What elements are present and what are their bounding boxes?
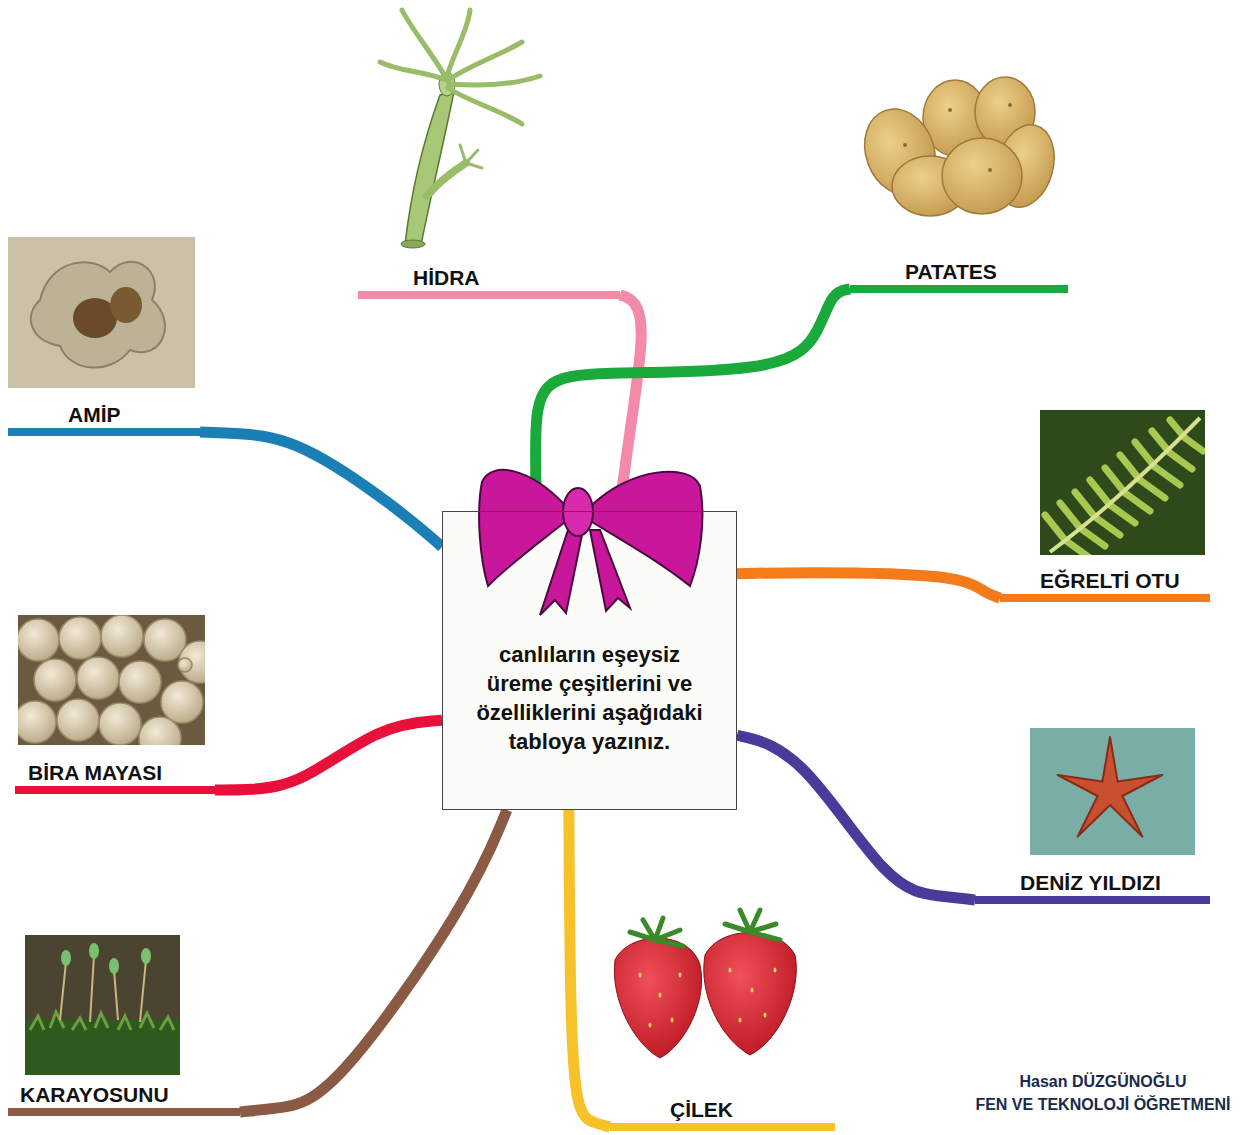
starfish xyxy=(1058,737,1163,837)
topic-text: canlıların eşeysiz üreme çeşitlerini ve … xyxy=(474,640,706,756)
branch-text: DENİZ YILDIZI xyxy=(1020,872,1161,894)
credit-text: FEN VE TEKNOLOJİ ÖĞRETMENİ xyxy=(975,1095,1230,1115)
branch-label: AMİP xyxy=(8,404,200,436)
branch-label: PATATES xyxy=(850,261,1068,293)
picture-ground xyxy=(8,237,195,388)
strawberry-seed xyxy=(639,973,642,978)
potato-eye xyxy=(1008,103,1012,107)
branch-text: AMİP xyxy=(68,404,121,426)
yeast-cell xyxy=(139,717,181,745)
branch-text: EĞRELTİ OTU xyxy=(1040,570,1180,592)
strawberry-picture xyxy=(614,910,796,1058)
potato-eye xyxy=(903,143,907,147)
starfish-picture xyxy=(1030,728,1195,855)
hydra-body xyxy=(405,92,454,245)
branch-label: ÇİLEK xyxy=(610,1099,835,1131)
yeast-cell xyxy=(77,657,119,699)
branch-text: HİDRA xyxy=(413,267,480,289)
yeast-cell xyxy=(99,703,141,745)
potato xyxy=(942,138,1022,214)
bow-loop xyxy=(592,472,702,586)
strawberry-seed xyxy=(764,1013,767,1018)
moss-capsule xyxy=(109,958,119,974)
picture-ground xyxy=(1030,728,1195,855)
strawberry-seed xyxy=(679,973,682,978)
bow-loop xyxy=(479,470,565,586)
moss-capsule xyxy=(89,943,99,959)
amoeba-body xyxy=(31,262,165,368)
branch-line xyxy=(737,735,975,900)
fern-stem xyxy=(1050,418,1200,552)
moss-ground xyxy=(25,1020,180,1075)
potato-picture xyxy=(853,77,1063,216)
strawberry xyxy=(704,933,797,1056)
bow-tail xyxy=(540,530,582,615)
branch-label: EĞRELTİ OTU xyxy=(1000,570,1210,602)
branch-text: BİRA MAYASI xyxy=(28,762,162,784)
hydra-foot xyxy=(401,240,425,248)
strawberry-seed xyxy=(729,968,732,973)
branch-text: KARAYOSUNU xyxy=(20,1084,169,1106)
moss-leaves xyxy=(30,1012,174,1030)
yeast-cell xyxy=(101,615,143,657)
moss-stalks xyxy=(60,955,146,1022)
branch-line xyxy=(240,810,507,1112)
yeast-cell xyxy=(34,659,76,701)
yeast-bud xyxy=(178,658,192,672)
moss-capsule xyxy=(141,948,151,964)
hydra-tentacles xyxy=(380,10,540,124)
topic-box: canlıların eşeysiz üreme çeşitlerini ve … xyxy=(442,511,737,810)
hydra-bud xyxy=(427,163,466,196)
amoeba-picture xyxy=(8,237,195,388)
yeast-cell xyxy=(57,699,99,741)
yeast-picture xyxy=(18,615,205,745)
potato-eye xyxy=(988,168,992,172)
branch-label: BİRA MAYASI xyxy=(15,762,215,794)
potato-eye xyxy=(948,108,952,112)
yeast-cell xyxy=(18,701,56,743)
strawberry-seed xyxy=(739,1018,742,1023)
branch-text: ÇİLEK xyxy=(670,1099,733,1121)
fern-picture xyxy=(1040,410,1205,555)
yeast-cell xyxy=(59,617,101,659)
strawberry-seed xyxy=(774,968,777,973)
strawberry-leaves xyxy=(630,910,780,946)
branch-label: HİDRA xyxy=(358,267,620,299)
yeast-cell xyxy=(161,681,203,723)
hydra-bud-tentacles xyxy=(460,145,482,168)
moss-picture xyxy=(25,935,180,1075)
branch-line xyxy=(200,432,442,547)
bow-illustration xyxy=(479,470,702,615)
strawberry-seed xyxy=(671,1018,674,1023)
branch-line xyxy=(569,810,610,1127)
branch-text: PATATES xyxy=(905,261,997,283)
strawberry-seed xyxy=(751,988,754,993)
branch-line xyxy=(737,573,1000,598)
bow-knot xyxy=(563,488,593,536)
strawberry xyxy=(614,938,701,1058)
strawberry-seed xyxy=(649,1023,652,1028)
branch-label: DENİZ YILDIZI xyxy=(975,872,1210,904)
hydra-picture xyxy=(380,10,540,248)
amoeba-vacuole xyxy=(110,287,142,323)
yeast-cell xyxy=(119,661,161,703)
branch-line xyxy=(215,720,442,790)
strawberry-seed xyxy=(659,993,662,998)
yeast-cell xyxy=(179,641,205,683)
yeast-cell xyxy=(18,619,59,661)
branch-label: KARAYOSUNU xyxy=(8,1084,240,1116)
moss-capsule xyxy=(61,950,71,966)
credit-text: Hasan DÜZGÜNOĞLU xyxy=(1019,1072,1186,1092)
picture-ground xyxy=(25,935,180,1075)
